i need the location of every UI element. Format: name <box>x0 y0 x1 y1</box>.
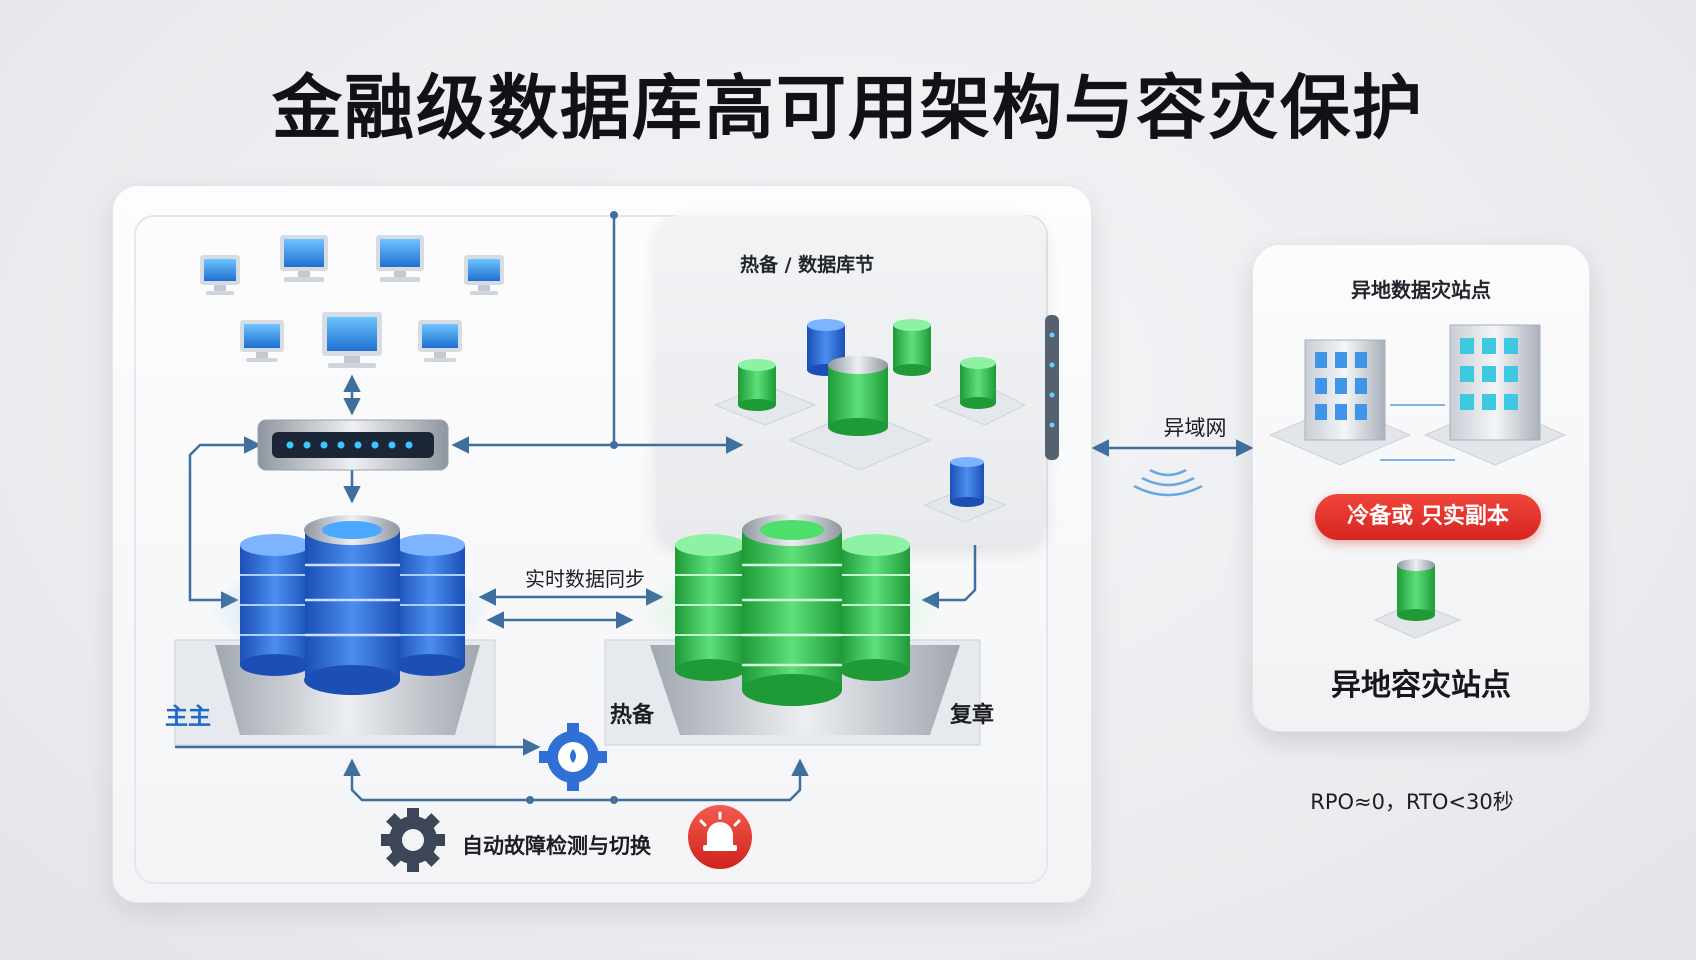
database-icon <box>1397 559 1435 621</box>
failover-loop-link <box>343 758 809 802</box>
database-icon <box>742 514 842 706</box>
inner-frame <box>134 215 1048 884</box>
remote-site-header: 异地数据灾站点 <box>1351 278 1491 302</box>
database-icon <box>893 319 931 376</box>
signal-icon <box>1133 468 1203 497</box>
switch-loop-link <box>188 436 262 609</box>
primary-cluster <box>174 515 496 746</box>
building-icon <box>1304 339 1386 441</box>
connectors <box>175 211 1254 804</box>
remote-site-title: 异地容灾站点 <box>1331 668 1511 703</box>
alarm-icon <box>688 805 752 869</box>
database-icon <box>240 534 310 676</box>
replica-label: 复章 <box>950 703 995 728</box>
database-icon <box>840 534 910 681</box>
client-monitors <box>200 235 504 368</box>
wan-label: 异域网 <box>1163 416 1227 440</box>
monitor-icon <box>322 312 382 368</box>
database-icon <box>960 357 996 409</box>
primary-label: 主主 <box>165 704 211 730</box>
remote-site-buildings <box>1268 324 1567 466</box>
page-title: 金融级数据库高可用架构与容灾保护 <box>272 67 1424 149</box>
server-rack-strip <box>1045 315 1059 460</box>
database-icon <box>828 356 888 436</box>
building-icon <box>1449 324 1541 441</box>
switch-icon <box>257 419 449 471</box>
remote-database <box>1373 559 1462 639</box>
database-icon <box>304 515 400 695</box>
database-icon <box>950 457 984 507</box>
gear-icon <box>381 808 445 872</box>
monitor-icon <box>200 255 240 295</box>
monitor-icon <box>280 235 328 282</box>
cold-backup-badge: 冷备或 只实副本 <box>1315 494 1541 540</box>
database-icon <box>738 359 776 411</box>
standby-cluster <box>604 514 981 746</box>
rpo-rto-metrics: RPO≈0，RTO<30秒 <box>1310 790 1514 814</box>
monitor-icon <box>464 255 504 295</box>
gear-icon <box>539 723 607 791</box>
database-icon <box>395 534 465 676</box>
hot-standby-label: 热备 <box>610 703 655 728</box>
hot-region-nodes <box>713 315 1059 523</box>
database-icon <box>675 534 745 681</box>
monitor-icon <box>376 235 424 282</box>
hot-region-label: 热备 / 数据库节 <box>740 254 875 276</box>
hot-return-link <box>921 545 977 609</box>
monitor-icon <box>240 320 284 362</box>
monitor-icon <box>418 320 462 362</box>
failover-label: 自动故障检测与切换 <box>462 834 651 858</box>
sync-label: 实时数据同步 <box>525 567 645 591</box>
